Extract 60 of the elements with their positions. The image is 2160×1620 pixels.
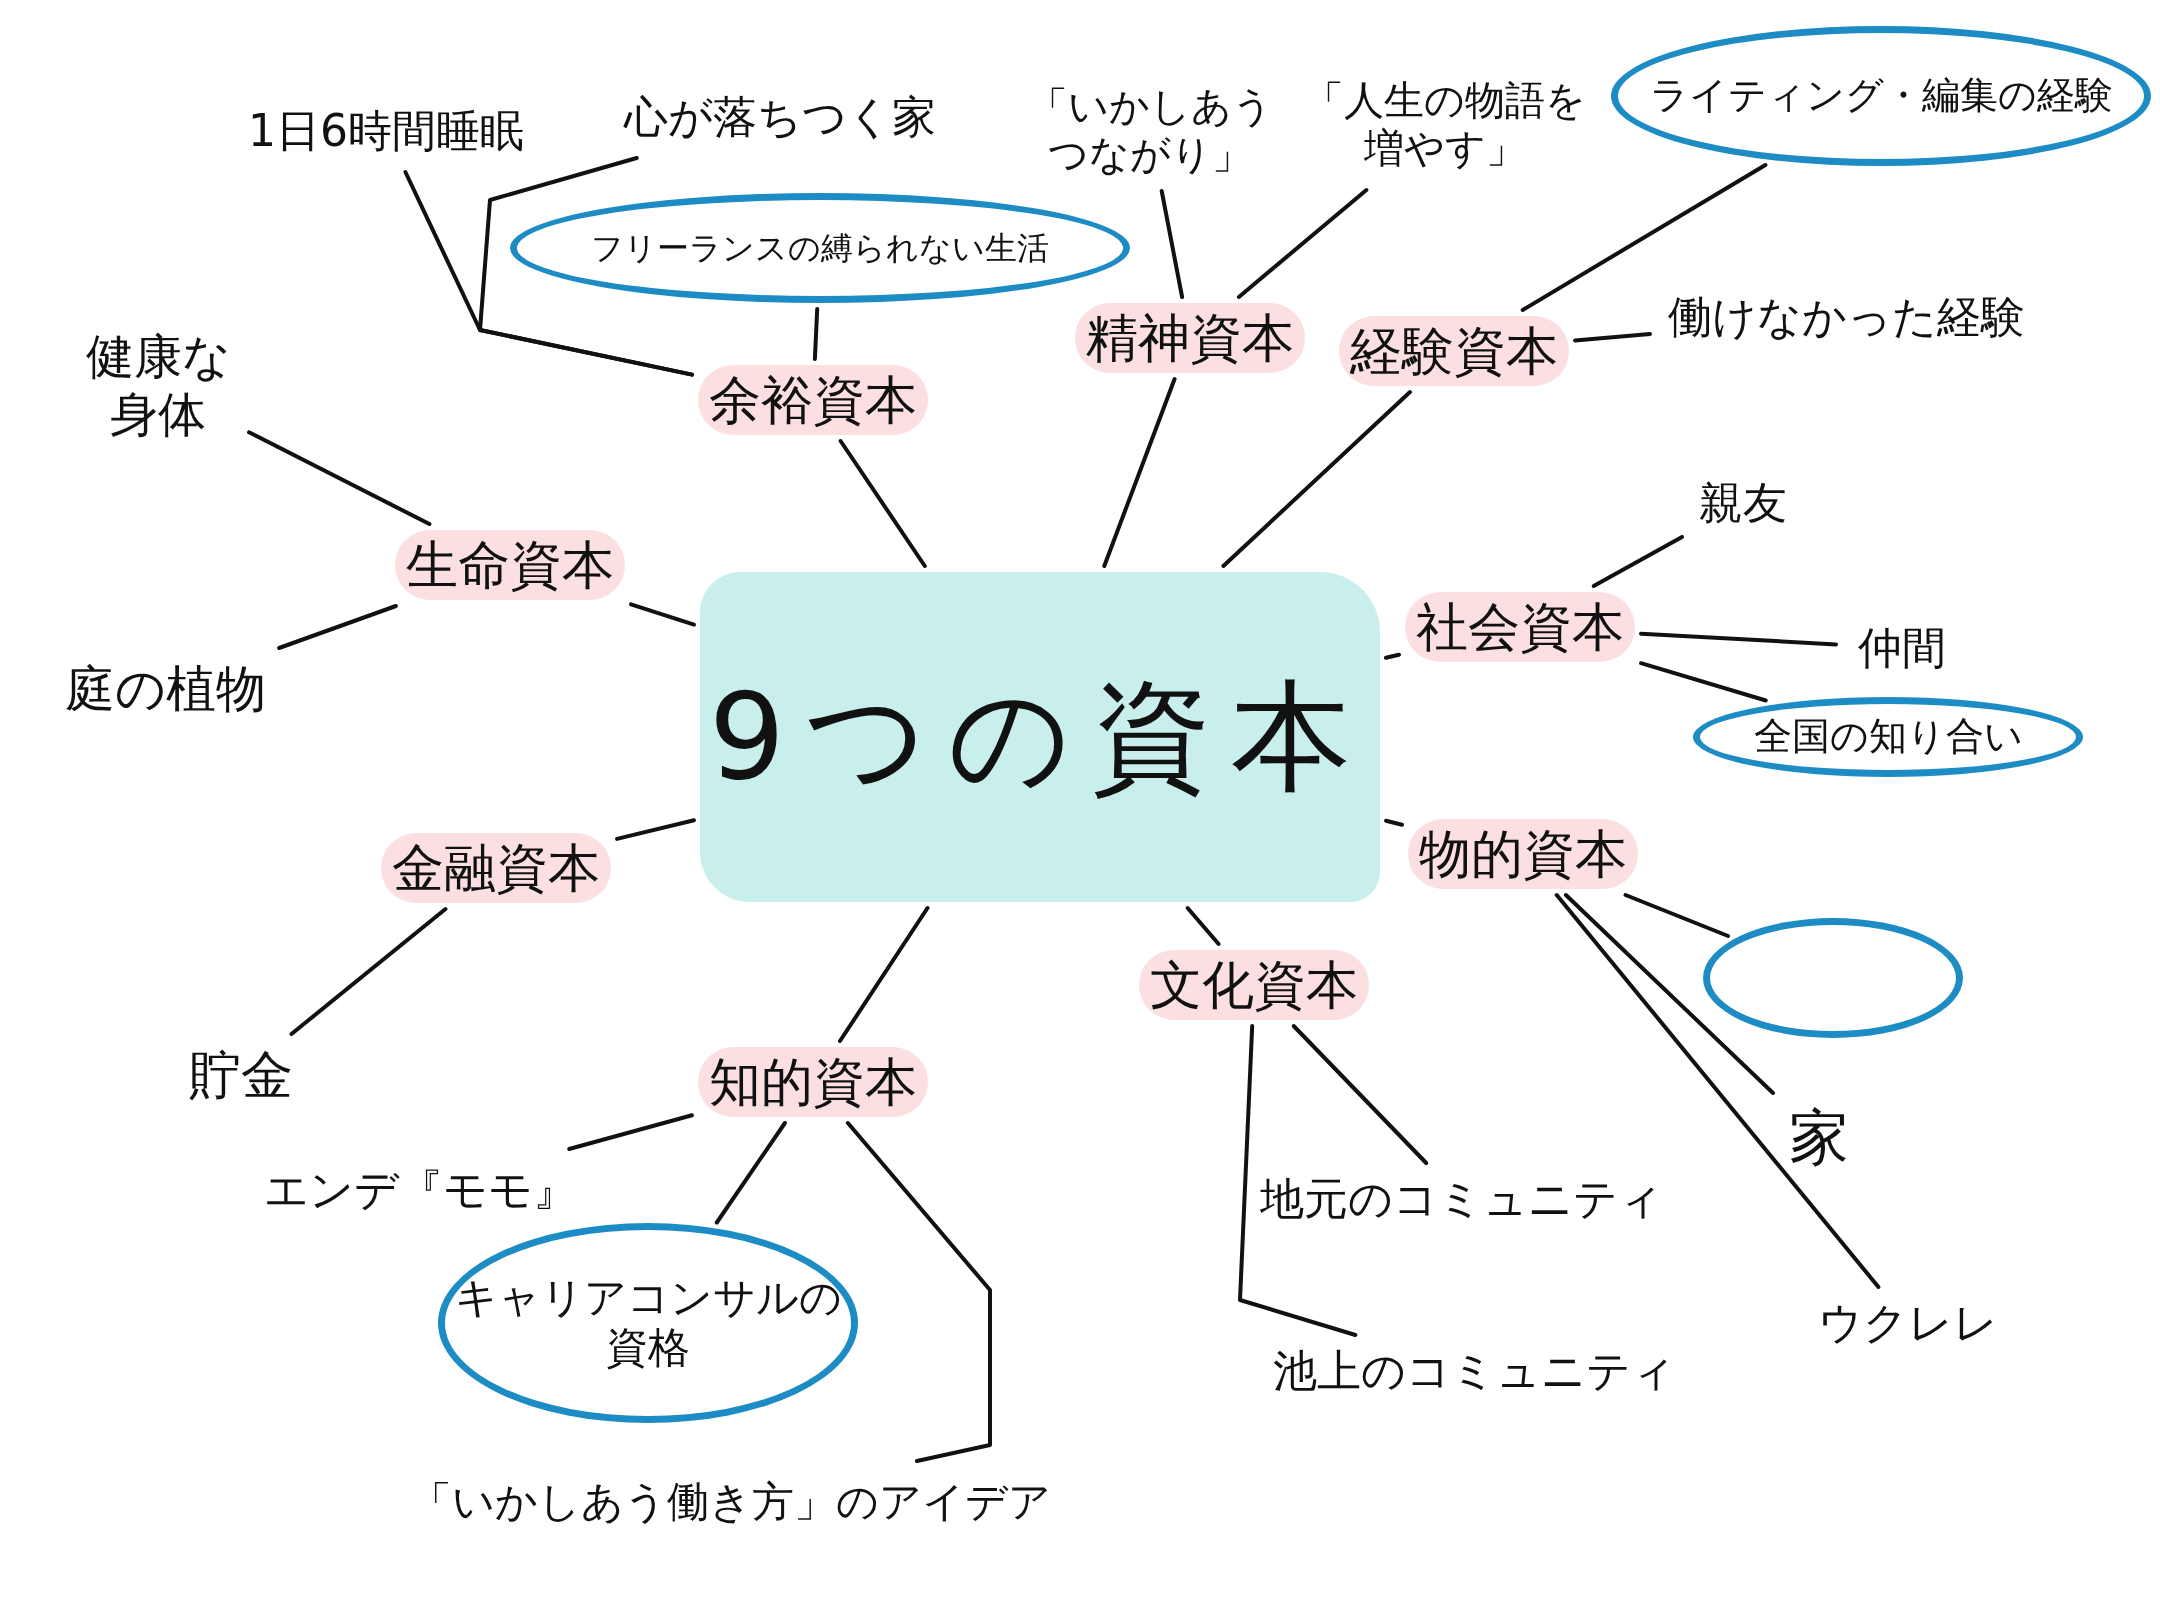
branch-line <box>1520 163 1768 312</box>
branch-line <box>1639 661 1768 703</box>
branch-line <box>1221 390 1412 568</box>
leaf-text: エンデ『モモ』 <box>255 1155 585 1225</box>
branch-line <box>1291 1024 1429 1165</box>
leaf-text: 貯金 <box>181 1040 301 1110</box>
leaf-text: 「人生の物語を増やす」 <box>1300 64 1590 184</box>
branch-label: 金融資本 <box>381 833 611 903</box>
branch-label: 文化資本 <box>1139 950 1369 1020</box>
branch-line <box>1563 893 1775 1095</box>
branch-label: 物的資本 <box>1408 819 1638 889</box>
branch-line <box>1623 893 1731 938</box>
branch-line <box>478 156 694 377</box>
branch-label: 生命資本 <box>395 530 625 600</box>
branch-line <box>1185 906 1221 946</box>
circled-text: 全国の知り合い <box>1693 697 2083 777</box>
leaf-text: 仲間 <box>1842 618 1962 678</box>
branch-line <box>838 439 927 568</box>
branch-line <box>1102 377 1177 568</box>
branch-line <box>277 604 398 650</box>
branch-label: 余裕資本 <box>698 365 928 435</box>
central-topic: 9つの資本 <box>700 572 1380 902</box>
leaf-text: ウクレレ <box>1808 1293 2008 1353</box>
branch-line <box>812 307 820 361</box>
leaf-text: 庭の植物 <box>45 654 285 724</box>
leaf-text: 心が落ちつく家 <box>615 82 945 152</box>
empty-circle <box>1703 918 1963 1038</box>
leaf-text: 親友 <box>1688 473 1798 533</box>
circled-text: キャリアコンサルの資格 <box>438 1223 858 1423</box>
branch-line <box>845 1121 992 1463</box>
leaf-text: 1日6時間睡眠 <box>221 96 551 166</box>
circled-text: ライティング・編集の経験 <box>1611 26 2151 166</box>
branch-line <box>714 1121 787 1225</box>
branch-line <box>1159 189 1185 299</box>
branch-line <box>629 602 696 627</box>
branch-line <box>247 430 432 526</box>
branch-line <box>615 818 696 841</box>
leaf-text: 地元のコミュニティ <box>1251 1169 1671 1229</box>
branch-line <box>567 1113 694 1151</box>
leaf-text: 「いかしあう働き方」のアイデア <box>340 1467 1120 1537</box>
branch-line <box>838 906 930 1043</box>
branch-line <box>1573 332 1652 343</box>
branch-label: 知的資本 <box>698 1047 928 1117</box>
branch-label: 精神資本 <box>1075 303 1305 373</box>
leaf-text: 池上のコミュニティ <box>1264 1341 1684 1401</box>
branch-line <box>1591 534 1684 588</box>
branch-line <box>289 907 448 1036</box>
leaf-text: 健康な身体 <box>73 326 243 446</box>
leaf-text: 「いかしあうつながり」 <box>1020 75 1280 185</box>
branch-label: 経験資本 <box>1339 316 1569 386</box>
leaf-text: 働けなかった経験 <box>1656 282 2036 352</box>
branch-line <box>1384 652 1401 660</box>
branch-line <box>1236 188 1369 299</box>
branch-label: 社会資本 <box>1405 592 1635 662</box>
branch-line <box>1554 893 1881 1289</box>
leaf-text: 家 <box>1779 1097 1859 1177</box>
branch-line <box>1384 818 1404 827</box>
branch-line <box>1238 1024 1358 1337</box>
circled-text: フリーランスの縛られない生活 <box>510 193 1130 303</box>
branch-line <box>1639 631 1838 647</box>
